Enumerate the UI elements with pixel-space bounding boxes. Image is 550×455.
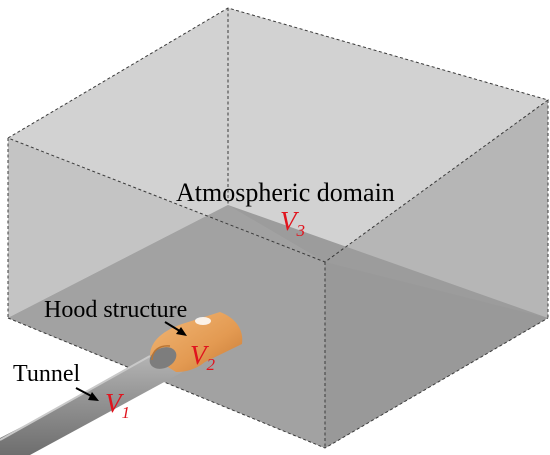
- ground-front-left: [8, 205, 325, 448]
- atmospheric-domain-box: [7, 7, 550, 449]
- hood-top-vent: [195, 317, 211, 325]
- volume-v3-subscript: 3: [296, 221, 306, 240]
- volume-v2-subscript: 2: [207, 355, 216, 374]
- hood-opening: [149, 347, 177, 369]
- tunnel-body-main: [0, 356, 190, 455]
- volume-v3-letter: V: [280, 206, 300, 236]
- volume-v1-letter: V: [105, 388, 125, 418]
- volume-v1-subscript: 1: [122, 403, 131, 422]
- volume-label-v1: V1: [105, 388, 130, 422]
- tunnel-arrow-head: [88, 392, 99, 401]
- box-top-face: [8, 8, 548, 262]
- tunnel-highlight: [0, 355, 151, 441]
- hood-arrow-head: [176, 327, 187, 336]
- volume-label-v3: V3: [280, 206, 305, 240]
- volume-v2-letter: V: [190, 340, 210, 370]
- hood-inner-rim: [151, 345, 171, 361]
- atmospheric-domain-label: Atmospheric domain: [176, 178, 395, 207]
- box-edge-bottom: [7, 317, 549, 449]
- hood-structure: [149, 312, 243, 372]
- volume-label-v2: V2: [190, 340, 216, 374]
- hood-structure-label: Hood structure: [44, 297, 187, 323]
- tunnel-label: Tunnel: [13, 361, 80, 387]
- ground-front-right: [325, 262, 548, 448]
- annotation-arrows: [75, 321, 187, 401]
